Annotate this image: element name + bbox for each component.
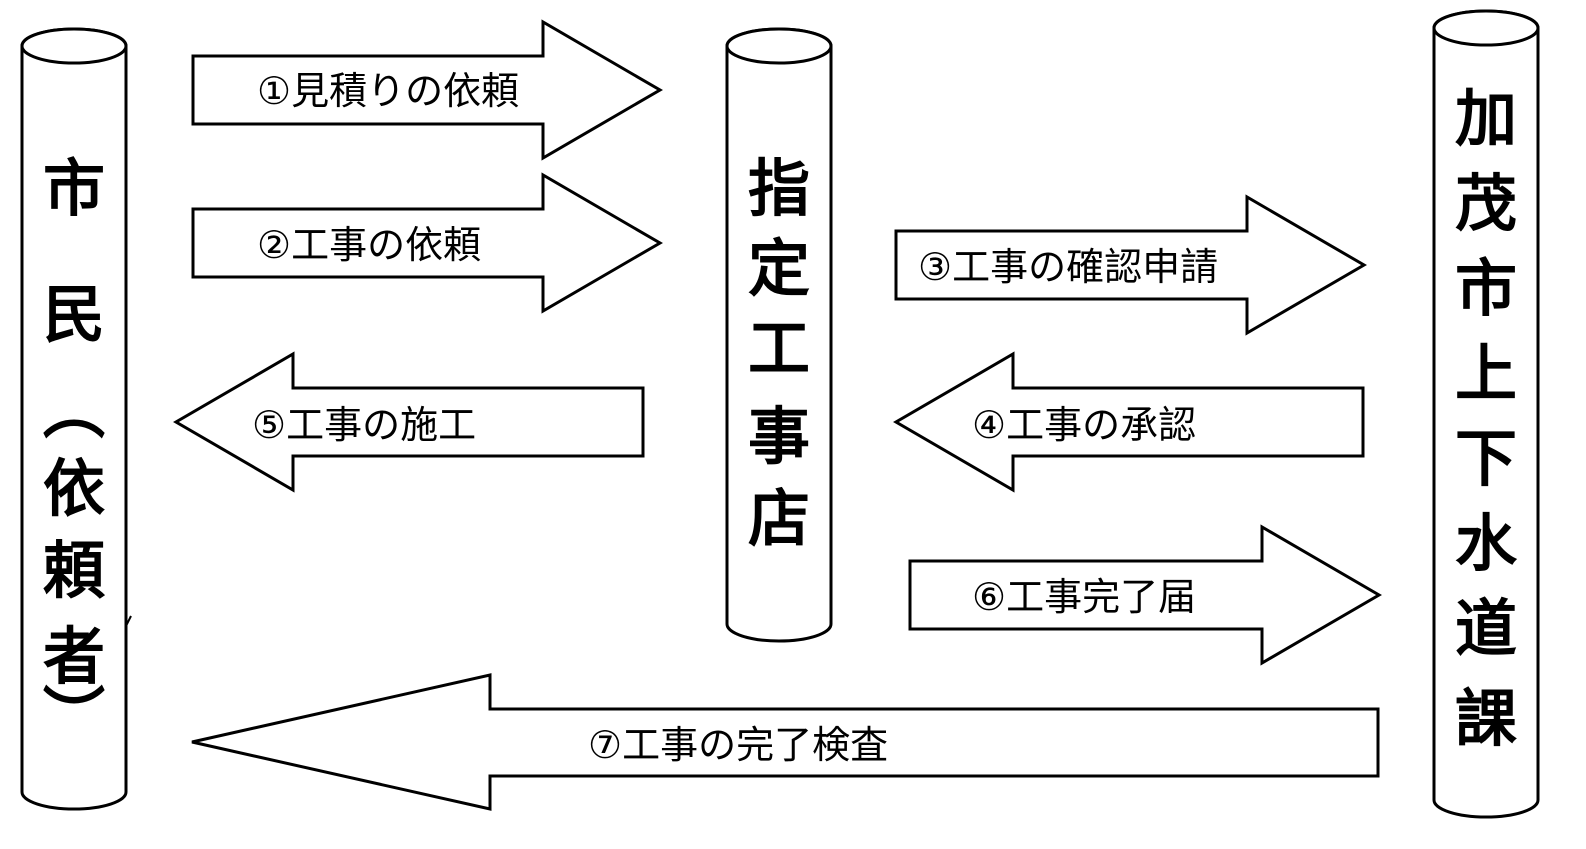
pillar-city-char: 道 [1455, 592, 1517, 665]
arrow-5-label: ⑤工事の施工 [252, 403, 476, 447]
pillar-contractor-char: 事 [748, 400, 810, 473]
arrow-4-label: ④工事の承認 [972, 403, 1196, 447]
arrow-1-label: ①見積りの依頼 [257, 69, 519, 113]
arrow-6-completion-report: ⑥工事完了届 [908, 524, 1382, 666]
arrow-7-label: ⑦工事の完了検査 [588, 723, 888, 767]
arrow-7-completion-inspection: ⑦工事の完了検査 [191, 673, 1380, 811]
arrow-3-confirmation-application: ③工事の確認申請 [894, 194, 1367, 336]
arrow-2-work-request: ②工事の依頼 [191, 172, 663, 314]
arrow-4-approval: ④工事の承認 [893, 351, 1365, 493]
pillar-city-char: 茂 [1455, 167, 1517, 240]
arrow-3-label: ③工事の確認申請 [918, 245, 1218, 289]
pillar-citizen-char: 市 [43, 152, 105, 225]
pillar-city-char: 上 [1455, 337, 1517, 410]
pillar-city-char: 加 [1455, 82, 1517, 155]
arrow-6-label: ⑥工事完了届 [972, 575, 1196, 619]
pillar-citizen-char: 民 [43, 278, 105, 351]
arrow-5-construction: ⑤工事の施工 [173, 351, 645, 493]
stray-mark [125, 615, 132, 627]
pillar-contractor-char: 工 [748, 312, 810, 385]
pillar-citizen-char: 頼 [43, 534, 106, 607]
arrow-1-estimate-request: ①見積りの依頼 [191, 19, 663, 161]
pillar-city-char: 課 [1455, 682, 1517, 755]
pillar-city-char: 市 [1455, 252, 1517, 325]
pillar-city-char: 水 [1455, 507, 1518, 580]
pillar-citizen-char: 者 [43, 620, 105, 693]
pillar-contractor-char: 定 [748, 232, 810, 305]
pillar-citizen-char: 依 [43, 452, 105, 525]
pillar-contractor: 指 定 工 事 店 [725, 27, 833, 643]
pillar-contractor-char: 店 [748, 482, 810, 555]
pillar-city-water-department: 加 茂 市 上 下 水 道 課 [1432, 9, 1540, 819]
pillar-city-char: 下 [1455, 422, 1517, 495]
arrow-2-label: ②工事の依頼 [257, 223, 481, 267]
pillar-citizen-char: ︵ [43, 374, 105, 447]
pillar-contractor-char: 指 [748, 152, 810, 225]
pillar-citizen-char: ︶ [43, 680, 105, 753]
pillar-citizen: 市 民 ︵ 依 頼 者 ︶ [20, 27, 128, 811]
